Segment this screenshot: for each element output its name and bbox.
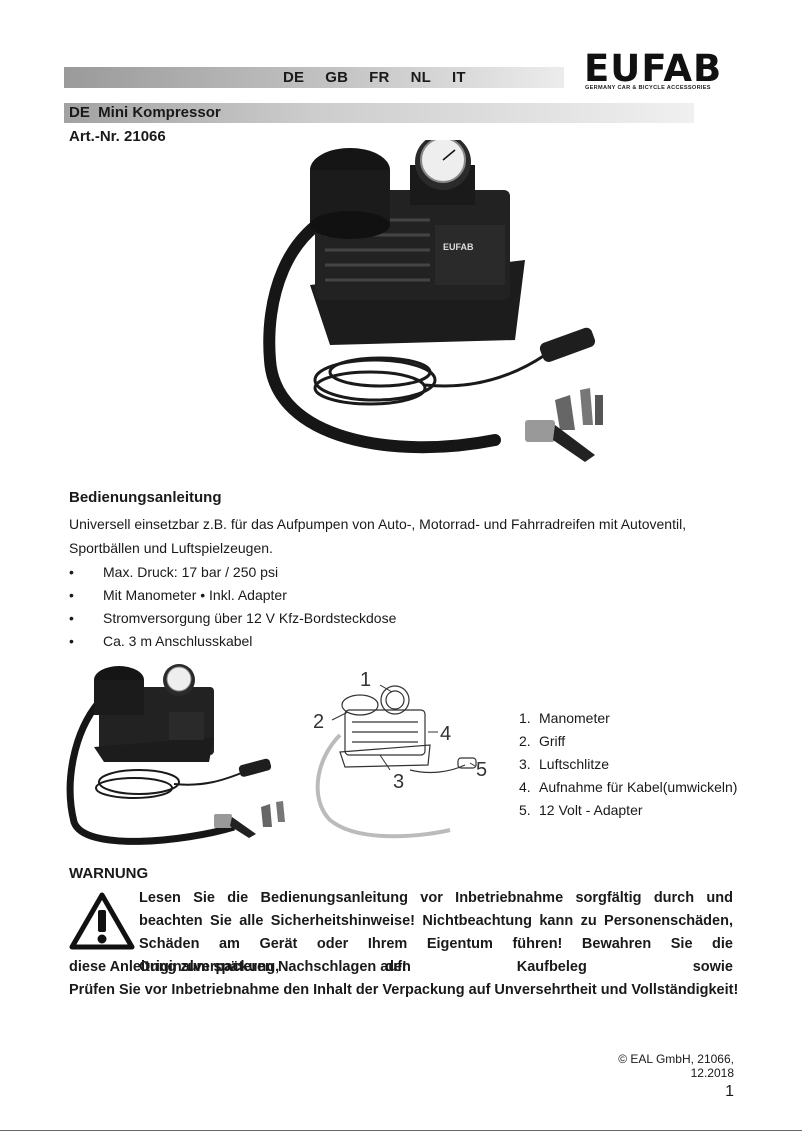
- warning-text: Lesen Sie die Bedienungsanleitung vor In…: [139, 890, 733, 975]
- language-gb: GB: [325, 69, 349, 86]
- callout-4: 4: [440, 723, 451, 745]
- list-item: 5.12 Volt - Adapter: [519, 802, 643, 818]
- list-item: 2.Griff: [519, 733, 566, 749]
- list-item: •Max. Druck: 17 bar / 250 psi: [69, 561, 396, 584]
- language-list: DE GB FR NL IT: [283, 67, 487, 88]
- bullet-icon: •: [69, 610, 74, 626]
- divider: [0, 1130, 802, 1131]
- list-item: •Ca. 3 m Anschlusskabel: [69, 630, 396, 653]
- instructions-heading: Bedienungsanleitung: [69, 489, 222, 506]
- warning-triangle-icon: [69, 892, 135, 950]
- copyright: © EAL GmbH, 21066, 12.2018: [618, 1052, 734, 1080]
- list-item: •Mit Manometer • Inkl. Adapter: [69, 584, 396, 607]
- svg-text:EUFAB: EUFAB: [443, 242, 474, 252]
- language-bar: [64, 67, 564, 88]
- callout-3: 3: [393, 771, 404, 793]
- eufab-logo: EUFAB GERMANY CAR & BICYCLE ACCESSORIES: [584, 50, 734, 92]
- warning-heading: WARNUNG: [69, 865, 149, 882]
- product-title: DE Mini Kompressor: [69, 104, 221, 121]
- compressor-photo: EUFAB: [263, 140, 603, 462]
- warning-text-end: diese Anleitung zum späteren Nachschlage…: [69, 959, 407, 975]
- parts-list: 1.Manometer 2.Griff 3.Luftschlitze 4.Auf…: [519, 707, 737, 822]
- parts-diagram: 1 2 3 4 5: [313, 669, 487, 839]
- title-bar: [64, 103, 694, 123]
- language-de: DE: [283, 69, 305, 86]
- callout-5: 5: [476, 759, 487, 781]
- warning-check-note: Prüfen Sie vor Inbetriebnahme den Inhalt…: [69, 982, 739, 998]
- feature-list: •Max. Druck: 17 bar / 250 psi •Mit Manom…: [69, 561, 396, 653]
- bullet-icon: •: [69, 587, 74, 603]
- bullet-icon: •: [69, 564, 74, 580]
- logo-subline: GERMANY CAR & BICYCLE ACCESSORIES: [585, 85, 711, 91]
- callout-2: 2: [313, 711, 324, 733]
- page-number: 1: [725, 1083, 734, 1100]
- language-it: IT: [451, 69, 466, 86]
- logo-wordmark: EUFAB: [584, 47, 723, 90]
- callout-1: 1: [360, 669, 371, 691]
- list-item: 1.Manometer: [519, 710, 610, 726]
- bullet-icon: •: [69, 633, 74, 649]
- compressor-photo-small: [66, 664, 285, 845]
- list-item: 4.Aufnahme für Kabel(umwickeln): [519, 779, 738, 795]
- list-item: •Stromversorgung über 12 V Kfz-Bordsteck…: [69, 607, 396, 630]
- instructions-intro: Universell einsetzbar z.B. für das Aufpu…: [69, 516, 687, 556]
- language-nl: NL: [410, 69, 431, 86]
- list-item: 3.Luftschlitze: [519, 756, 610, 772]
- language-fr: FR: [369, 69, 390, 86]
- article-number: Art.-Nr. 21066: [69, 128, 166, 145]
